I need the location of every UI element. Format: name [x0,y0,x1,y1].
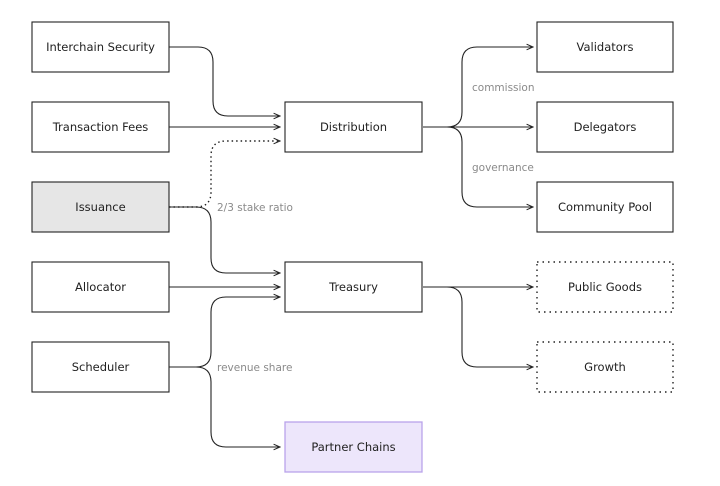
node-label: Validators [576,40,633,54]
node-growth: Growth [536,341,674,393]
node-label: Community Pool [558,200,652,214]
node-transaction-fees: Transaction Fees [31,101,170,153]
node-label: Partner Chains [311,440,395,454]
node-issuance: Issuance [31,181,170,233]
node-scheduler: Scheduler [31,341,170,393]
node-partner-chains: Partner Chains [284,421,423,473]
edge-label-commission: commission [472,82,535,94]
node-label: Treasury [328,280,378,294]
edge-label-revenue-share: revenue share [217,362,292,374]
node-label: Transaction Fees [52,120,149,134]
node-label: Growth [584,360,626,374]
node-label: Allocator [75,280,126,294]
edge-interchain-security-to-distribution [169,46,280,116]
node-label: Scheduler [72,360,130,374]
node-community-pool: Community Pool [536,181,674,233]
node-delegators: Delegators [536,101,674,153]
node-treasury: Treasury [284,261,423,313]
edge-label-stake-ratio: 2/3 stake ratio [217,202,293,214]
edge-issuance-to-distribution [169,141,280,208]
edge-label-governance: governance [472,162,534,174]
node-allocator: Allocator [31,261,170,313]
node-label: Interchain Security [46,40,155,54]
edges [169,47,533,447]
node-label: Public Goods [568,280,642,294]
node-label: Delegators [574,120,637,134]
node-issuance-rect [31,181,170,233]
edge-scheduler-to-treasury [169,297,280,368]
edge-treasury-to-growth [423,286,533,367]
node-interchain-security: Interchain Security [31,21,170,73]
edge-distribution-to-validators [423,47,533,128]
edge-issuance-to-treasury [169,206,280,273]
edge-labels: 2/3 stake ratio revenue share commission… [217,82,535,374]
edge-distribution-to-community-pool [423,126,533,207]
edge-scheduler-to-partner-chains [169,366,280,447]
node-distribution: Distribution [284,101,423,153]
node-label: Issuance [75,200,125,214]
node-partner-chains-rect [284,421,423,473]
node-validators: Validators [536,21,674,73]
node-public-goods: Public Goods [536,261,674,313]
node-label: Distribution [320,120,387,134]
